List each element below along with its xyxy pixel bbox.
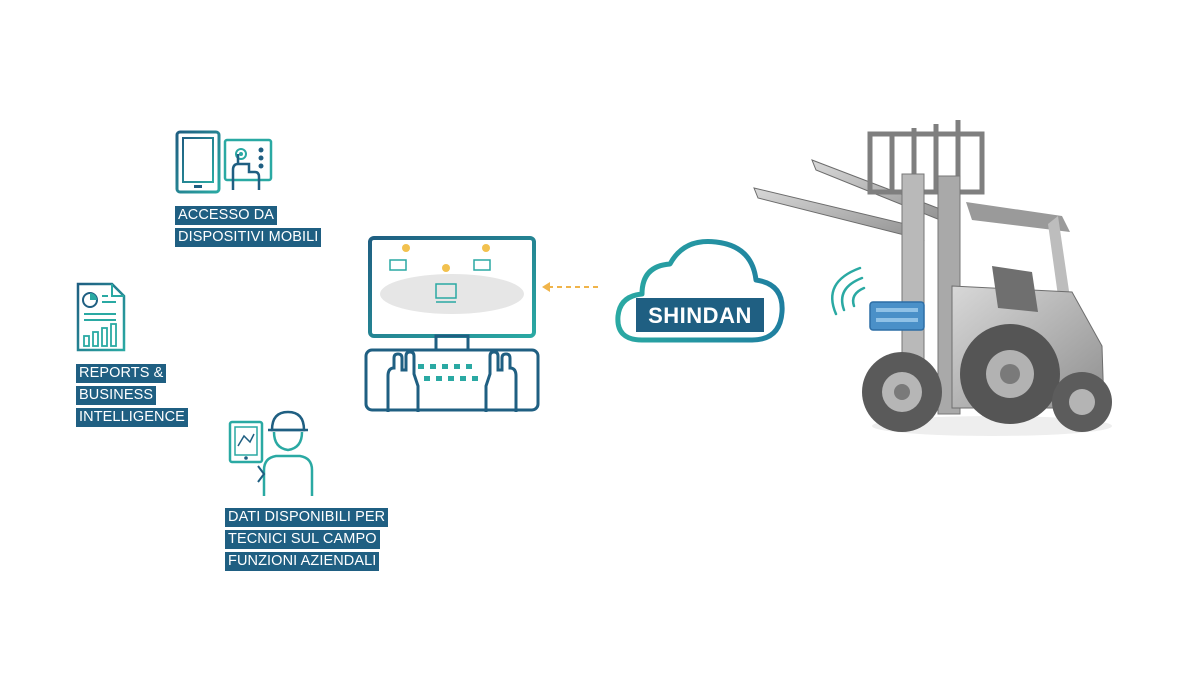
wireless-signal-icon (818, 262, 868, 316)
forklift-image (752, 116, 1122, 441)
field-label-line-2: TECNICI SUL CAMPO (225, 530, 380, 549)
data-flow-arrow (540, 280, 600, 294)
reports-label: REPORTS & BUSINESS INTELLIGENCE (76, 364, 188, 427)
field-technician-icon (228, 408, 314, 498)
cloud-icon: SHINDAN (612, 232, 788, 352)
reports-label-line-3: INTELLIGENCE (76, 408, 188, 427)
reports-label-line-1: REPORTS & (76, 364, 167, 383)
reports-label-line-2: BUSINESS (76, 386, 157, 405)
cloud-label: SHINDAN (648, 303, 752, 328)
touch-panel-icon (223, 138, 273, 190)
mobile-label-line-2: DISPOSITIVI MOBILI (175, 228, 322, 247)
mobile-access-label: ACCESSO DA DISPOSITIVI MOBILI (175, 206, 322, 247)
field-label-line-1: DATI DISPONIBILI PER (225, 508, 389, 527)
field-data-label: DATI DISPONIBILI PER TECNICI SUL CAMPO F… (225, 508, 389, 571)
report-document-icon (76, 282, 126, 352)
mobile-label-line-1: ACCESSO DA (175, 206, 278, 225)
tablet-icon (175, 130, 221, 194)
field-label-line-3: FUNZIONI AZIENDALI (225, 552, 380, 571)
mobile-icons (175, 130, 275, 194)
computer-monitor-icon (364, 236, 542, 416)
